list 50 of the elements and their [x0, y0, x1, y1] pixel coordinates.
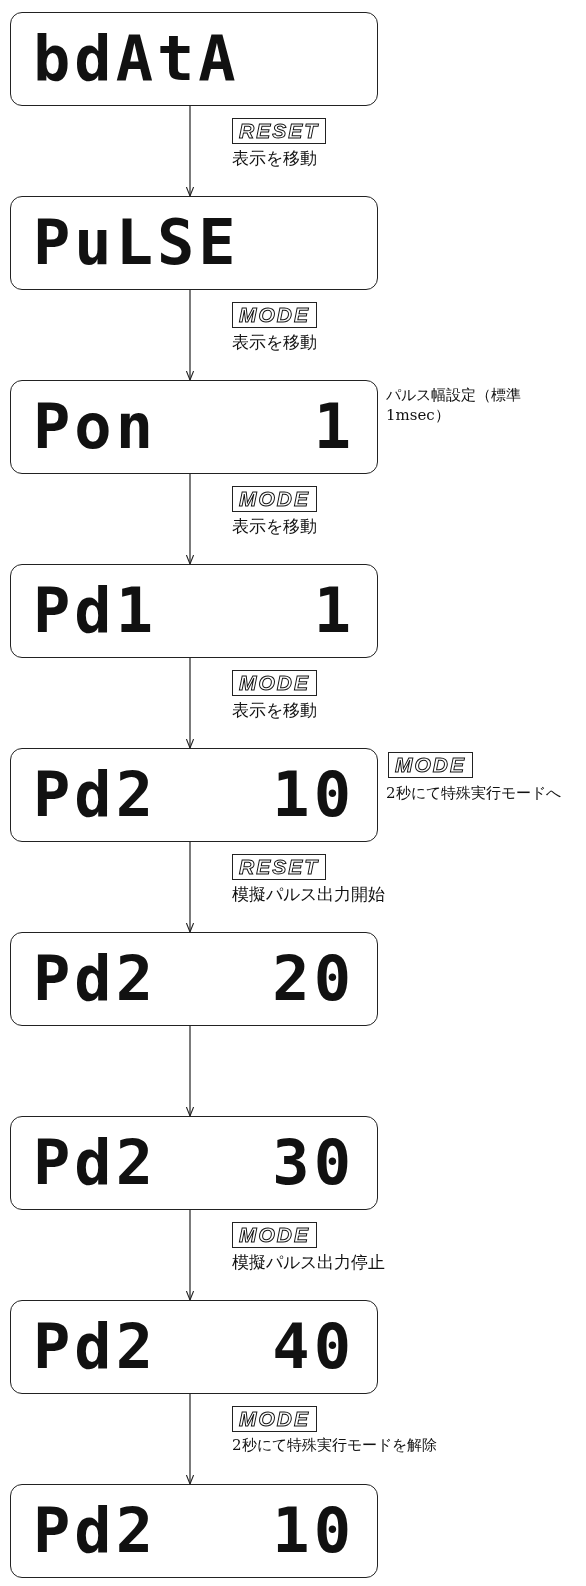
lcd-display [10, 196, 378, 290]
lcd-display [10, 380, 378, 474]
edge-label: 表示を移動 [232, 148, 317, 170]
arrow [185, 1025, 195, 1117]
key-symbol: RESET [232, 118, 326, 144]
display-digits: 1 [313, 396, 355, 458]
key-symbol: RESET [232, 854, 326, 880]
key-symbol: MODE [232, 670, 317, 696]
display-digits: 20 [272, 948, 355, 1010]
lcd-display [10, 1300, 378, 1394]
lcd-display [10, 1116, 378, 1210]
note-text: パルス幅設定（標準1msec） [386, 386, 522, 425]
display-digits: PuLSE [33, 212, 240, 274]
arrow [185, 473, 195, 565]
display-digits: 10 [272, 764, 355, 826]
display-digits: 10 [272, 1500, 355, 1562]
edge-label: 模擬パルス出力開始 [232, 884, 385, 906]
display-digits: Pd1 [33, 580, 157, 642]
display-digits: Pd2 [33, 764, 157, 826]
arrow [185, 841, 195, 933]
edge-label: 表示を移動 [232, 332, 317, 354]
arrow [185, 1393, 195, 1485]
display-digits: Pd2 [33, 1132, 157, 1194]
lcd-display [10, 1484, 378, 1578]
note-text: 2秒にて特殊実行モードへ [386, 784, 562, 804]
display-digits: bdAtA [33, 28, 240, 90]
edge-label: 模擬パルス出力停止 [232, 1252, 385, 1274]
arrow [185, 657, 195, 749]
arrow [185, 289, 195, 381]
display-digits: Pd2 [33, 1500, 157, 1562]
key-symbol: MODE [232, 302, 317, 328]
key-symbol: MODE [232, 1222, 317, 1248]
display-digits: Pon [33, 396, 157, 458]
display-digits: 30 [272, 1132, 355, 1194]
edge-label: 表示を移動 [232, 516, 317, 538]
key-symbol: MODE [388, 752, 473, 778]
edge-label: 2秒にて特殊実行モードを解除 [232, 1436, 437, 1455]
lcd-display [10, 748, 378, 842]
display-digits: Pd2 [33, 948, 157, 1010]
display-digits: Pd2 [33, 1316, 157, 1378]
key-symbol: MODE [232, 1406, 317, 1432]
edge-label: 表示を移動 [232, 700, 317, 722]
arrow [185, 1209, 195, 1301]
display-digits: 1 [313, 580, 355, 642]
lcd-display [10, 12, 378, 106]
display-digits: 40 [272, 1316, 355, 1378]
lcd-display [10, 932, 378, 1026]
arrow [185, 105, 195, 197]
lcd-display [10, 564, 378, 658]
key-symbol: MODE [232, 486, 317, 512]
